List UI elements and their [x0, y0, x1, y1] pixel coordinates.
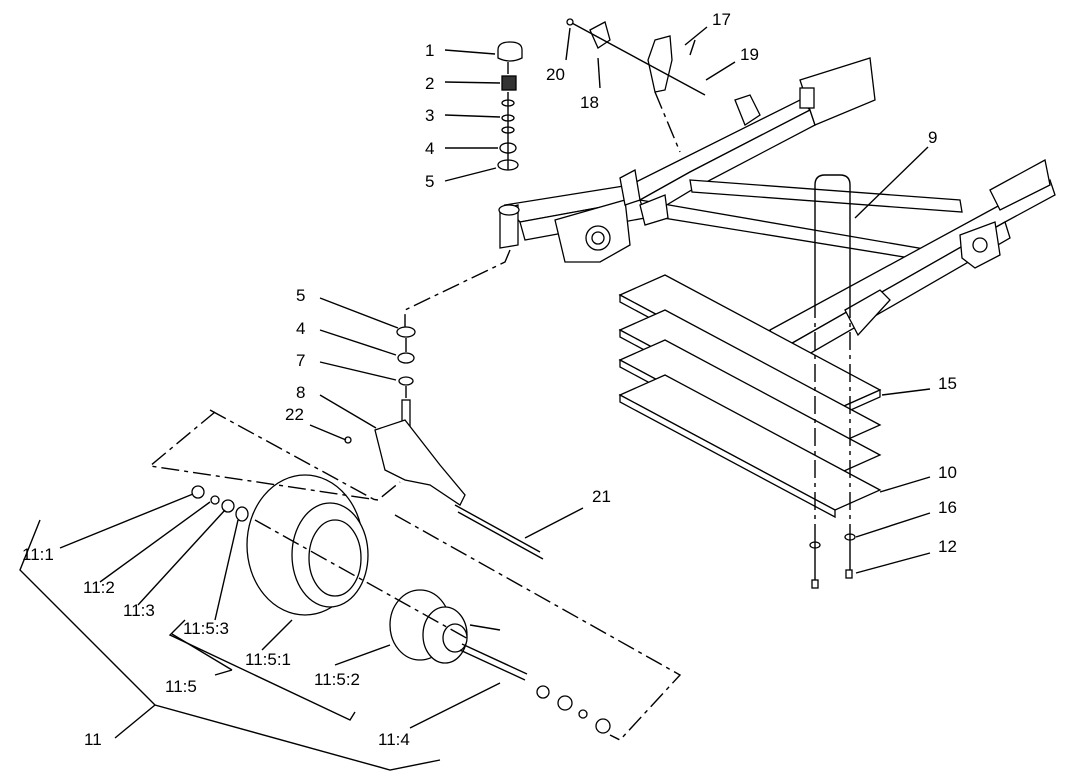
callout-5b: 5	[296, 286, 305, 305]
callout-4b: 4	[296, 319, 305, 338]
callout-2: 2	[425, 74, 434, 93]
callout-11-3: 11:3	[123, 601, 155, 620]
callout-11-5-3: 11:5:3	[183, 619, 229, 638]
callout-11: 11	[84, 730, 102, 749]
callout-11-1: 11:1	[22, 545, 54, 564]
callout-12: 12	[938, 537, 957, 556]
callout-1: 1	[425, 41, 434, 60]
callout-4: 4	[425, 139, 434, 158]
callout-8: 8	[296, 383, 305, 402]
main-frame	[498, 57, 1056, 399]
callout-20: 20	[546, 65, 565, 84]
callout-11-5-1: 11:5:1	[245, 650, 291, 669]
callout-18: 18	[580, 93, 599, 112]
callout-11-5: 11:5	[165, 677, 197, 696]
callout-9: 9	[928, 128, 937, 147]
callout-11-5-2: 11:5:2	[314, 670, 360, 689]
callout-10: 10	[938, 463, 957, 482]
caster-fork	[344, 249, 544, 560]
weight-plates	[618, 174, 882, 589]
callout-17: 17	[712, 10, 731, 29]
callout-19: 19	[740, 45, 759, 64]
leader-lines	[19, 26, 931, 771]
upper-spindle-stack	[497, 41, 523, 171]
callout-11-4: 11:4	[378, 730, 410, 749]
callout-22: 22	[285, 405, 304, 424]
callout-11-2: 11:2	[83, 578, 115, 597]
callout-5: 5	[425, 172, 434, 191]
callout-16: 16	[938, 498, 957, 517]
callout-3: 3	[425, 106, 434, 125]
lever-assembly	[566, 18, 706, 153]
callout-15: 15	[938, 374, 957, 393]
callout-7: 7	[296, 351, 305, 370]
wheel-assembly	[148, 409, 682, 741]
callout-labels: 1 2 3 4 5 17 18 19 20 9 5 4 7 8 22 15 10…	[22, 10, 957, 749]
callout-21: 21	[592, 487, 611, 506]
